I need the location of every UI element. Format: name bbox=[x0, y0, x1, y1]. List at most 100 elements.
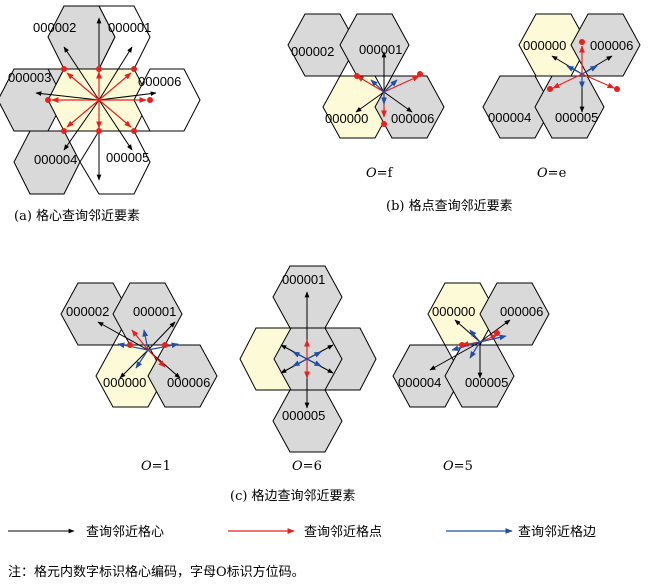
caption-a: (a) 格心查询邻近要素 bbox=[14, 208, 140, 224]
label-o-c2: O=6 bbox=[292, 459, 322, 474]
arrow-blue bbox=[135, 349, 149, 369]
arrow-black bbox=[383, 91, 413, 113]
legend-black-label: 查询邻近格心 bbox=[86, 524, 164, 540]
vertex-dot bbox=[494, 330, 500, 336]
vertex-dot bbox=[45, 97, 51, 103]
arrow-blue bbox=[292, 358, 308, 367]
panel-a: 000002 000001 000003 000006 000004 00000… bbox=[0, 5, 201, 224]
code-c3-000006: 000006 bbox=[500, 304, 543, 319]
vertex-dot bbox=[547, 86, 553, 92]
legend-blue-label: 查询邻近格边 bbox=[518, 524, 596, 540]
label-o-b1: O=f bbox=[366, 166, 394, 181]
arrow-black bbox=[454, 319, 481, 343]
arrow-black-left bbox=[35, 91, 100, 101]
arrow-blue bbox=[469, 341, 481, 359]
code-c2-000005: 000005 bbox=[282, 408, 325, 423]
vertex-dot bbox=[96, 128, 102, 134]
vertex-dot bbox=[381, 121, 387, 127]
code-a-000003: 000003 bbox=[8, 70, 51, 85]
vertex-dot bbox=[354, 73, 360, 79]
arrow-black bbox=[119, 349, 149, 379]
code-b2-000000: 000000 bbox=[523, 38, 566, 53]
code-b2-000004: 000004 bbox=[488, 110, 531, 125]
arrow-black-right bbox=[98, 91, 157, 101]
label-o-c1: O=1 bbox=[141, 459, 171, 474]
vertex-dot bbox=[147, 97, 153, 103]
arrow-blue bbox=[451, 341, 481, 351]
vertex-dot bbox=[459, 342, 465, 348]
arrow-red bbox=[581, 73, 615, 89]
arrow-red-3 bbox=[66, 99, 100, 128]
vertex-dot bbox=[417, 71, 423, 77]
panel-c-left: 000002 000001 000000 000006 O=1 bbox=[60, 282, 218, 474]
arrow-black-ul bbox=[63, 46, 100, 101]
code-b2-000006: 000006 bbox=[590, 38, 633, 53]
panel-c-mid: 000001 000005 O=6 bbox=[239, 265, 377, 474]
label-o-b2: O=e bbox=[537, 166, 567, 181]
code-a-000001: 000001 bbox=[108, 20, 151, 35]
code-b1-000002: 000002 bbox=[291, 44, 334, 59]
arrow-blue bbox=[469, 329, 481, 343]
arrow-blue bbox=[370, 79, 385, 93]
code-c3-000000: 000000 bbox=[432, 304, 475, 319]
hex-c1-000000 bbox=[95, 344, 166, 408]
code-a-000005: 000005 bbox=[106, 150, 149, 165]
vertex-dot bbox=[131, 128, 137, 134]
code-c1-000001: 000001 bbox=[133, 304, 176, 319]
arrow-red bbox=[552, 73, 583, 89]
arrow-red-2 bbox=[98, 72, 132, 101]
hex-c2-000005 bbox=[272, 389, 343, 453]
caption-c: (c) 格边查询邻近要素 bbox=[230, 488, 356, 504]
legend: 查询邻近格心 查询邻近格点 查询邻近格边 bbox=[8, 524, 596, 540]
arrow-blue bbox=[479, 334, 507, 343]
vertex-dot bbox=[61, 66, 67, 72]
vertex-dot bbox=[131, 66, 137, 72]
code-c1-000000: 000000 bbox=[103, 375, 146, 390]
arrow-black bbox=[97, 321, 149, 351]
panel-c-right: 000000 000006 000004 000005 O=5 bbox=[392, 282, 550, 474]
legend-red-label: 查询邻近格点 bbox=[304, 524, 382, 540]
label-o-c3: O=5 bbox=[443, 459, 473, 474]
arrow-red bbox=[131, 329, 149, 351]
arrow-black-dr bbox=[98, 99, 133, 151]
code-a-000002: 000002 bbox=[33, 20, 76, 35]
arrow-black-ur bbox=[98, 46, 133, 101]
arrow-red-4 bbox=[98, 99, 132, 128]
panel-b-left: 000002 000001 000000 000006 O=f bbox=[287, 13, 445, 181]
arrow-red bbox=[383, 75, 420, 93]
panel-b-right: 000000 000006 000004 000005 O=e bbox=[482, 13, 641, 181]
arrow-blue bbox=[383, 79, 398, 93]
code-c3-000005: 000005 bbox=[465, 375, 508, 390]
arrow-blue bbox=[292, 351, 308, 360]
arrow-blue bbox=[142, 329, 149, 351]
caption-b: (b) 格点查询邻近要素 bbox=[386, 198, 513, 214]
code-c2-000001: 000001 bbox=[282, 272, 325, 287]
hex-b2-000006 bbox=[570, 13, 641, 77]
vertex-dot bbox=[162, 342, 168, 348]
vertex-dot bbox=[127, 342, 133, 348]
code-c3-000004: 000004 bbox=[398, 375, 441, 390]
arrow-black bbox=[429, 341, 481, 371]
arrow-black bbox=[355, 91, 385, 113]
arrow-black-dl bbox=[63, 99, 100, 151]
arrow-blue bbox=[566, 65, 583, 75]
code-b2-000005: 000005 bbox=[555, 110, 598, 125]
arrow-blue bbox=[306, 351, 322, 360]
arrow-blue bbox=[581, 65, 598, 75]
footnote: 注：格元内数字标识格心编码，字母O标识方位码。 bbox=[8, 564, 305, 580]
arrow-red-1 bbox=[66, 72, 100, 101]
code-a-000004: 000004 bbox=[34, 152, 77, 167]
arrow-red bbox=[147, 349, 166, 368]
code-c1-000006: 000006 bbox=[167, 375, 210, 390]
code-c1-000002: 000002 bbox=[66, 304, 109, 319]
code-b1-000000: 000000 bbox=[325, 111, 368, 126]
arrow-blue bbox=[306, 358, 322, 367]
vertex-dot bbox=[96, 66, 102, 72]
hex-b2-000005 bbox=[534, 75, 605, 139]
vertex-dot bbox=[614, 86, 620, 92]
arrow-black bbox=[147, 321, 176, 351]
vertex-dot bbox=[579, 39, 585, 45]
vertex-dot bbox=[61, 128, 67, 134]
code-b1-000001: 000001 bbox=[359, 42, 402, 57]
hex-b1-000006 bbox=[374, 75, 445, 139]
